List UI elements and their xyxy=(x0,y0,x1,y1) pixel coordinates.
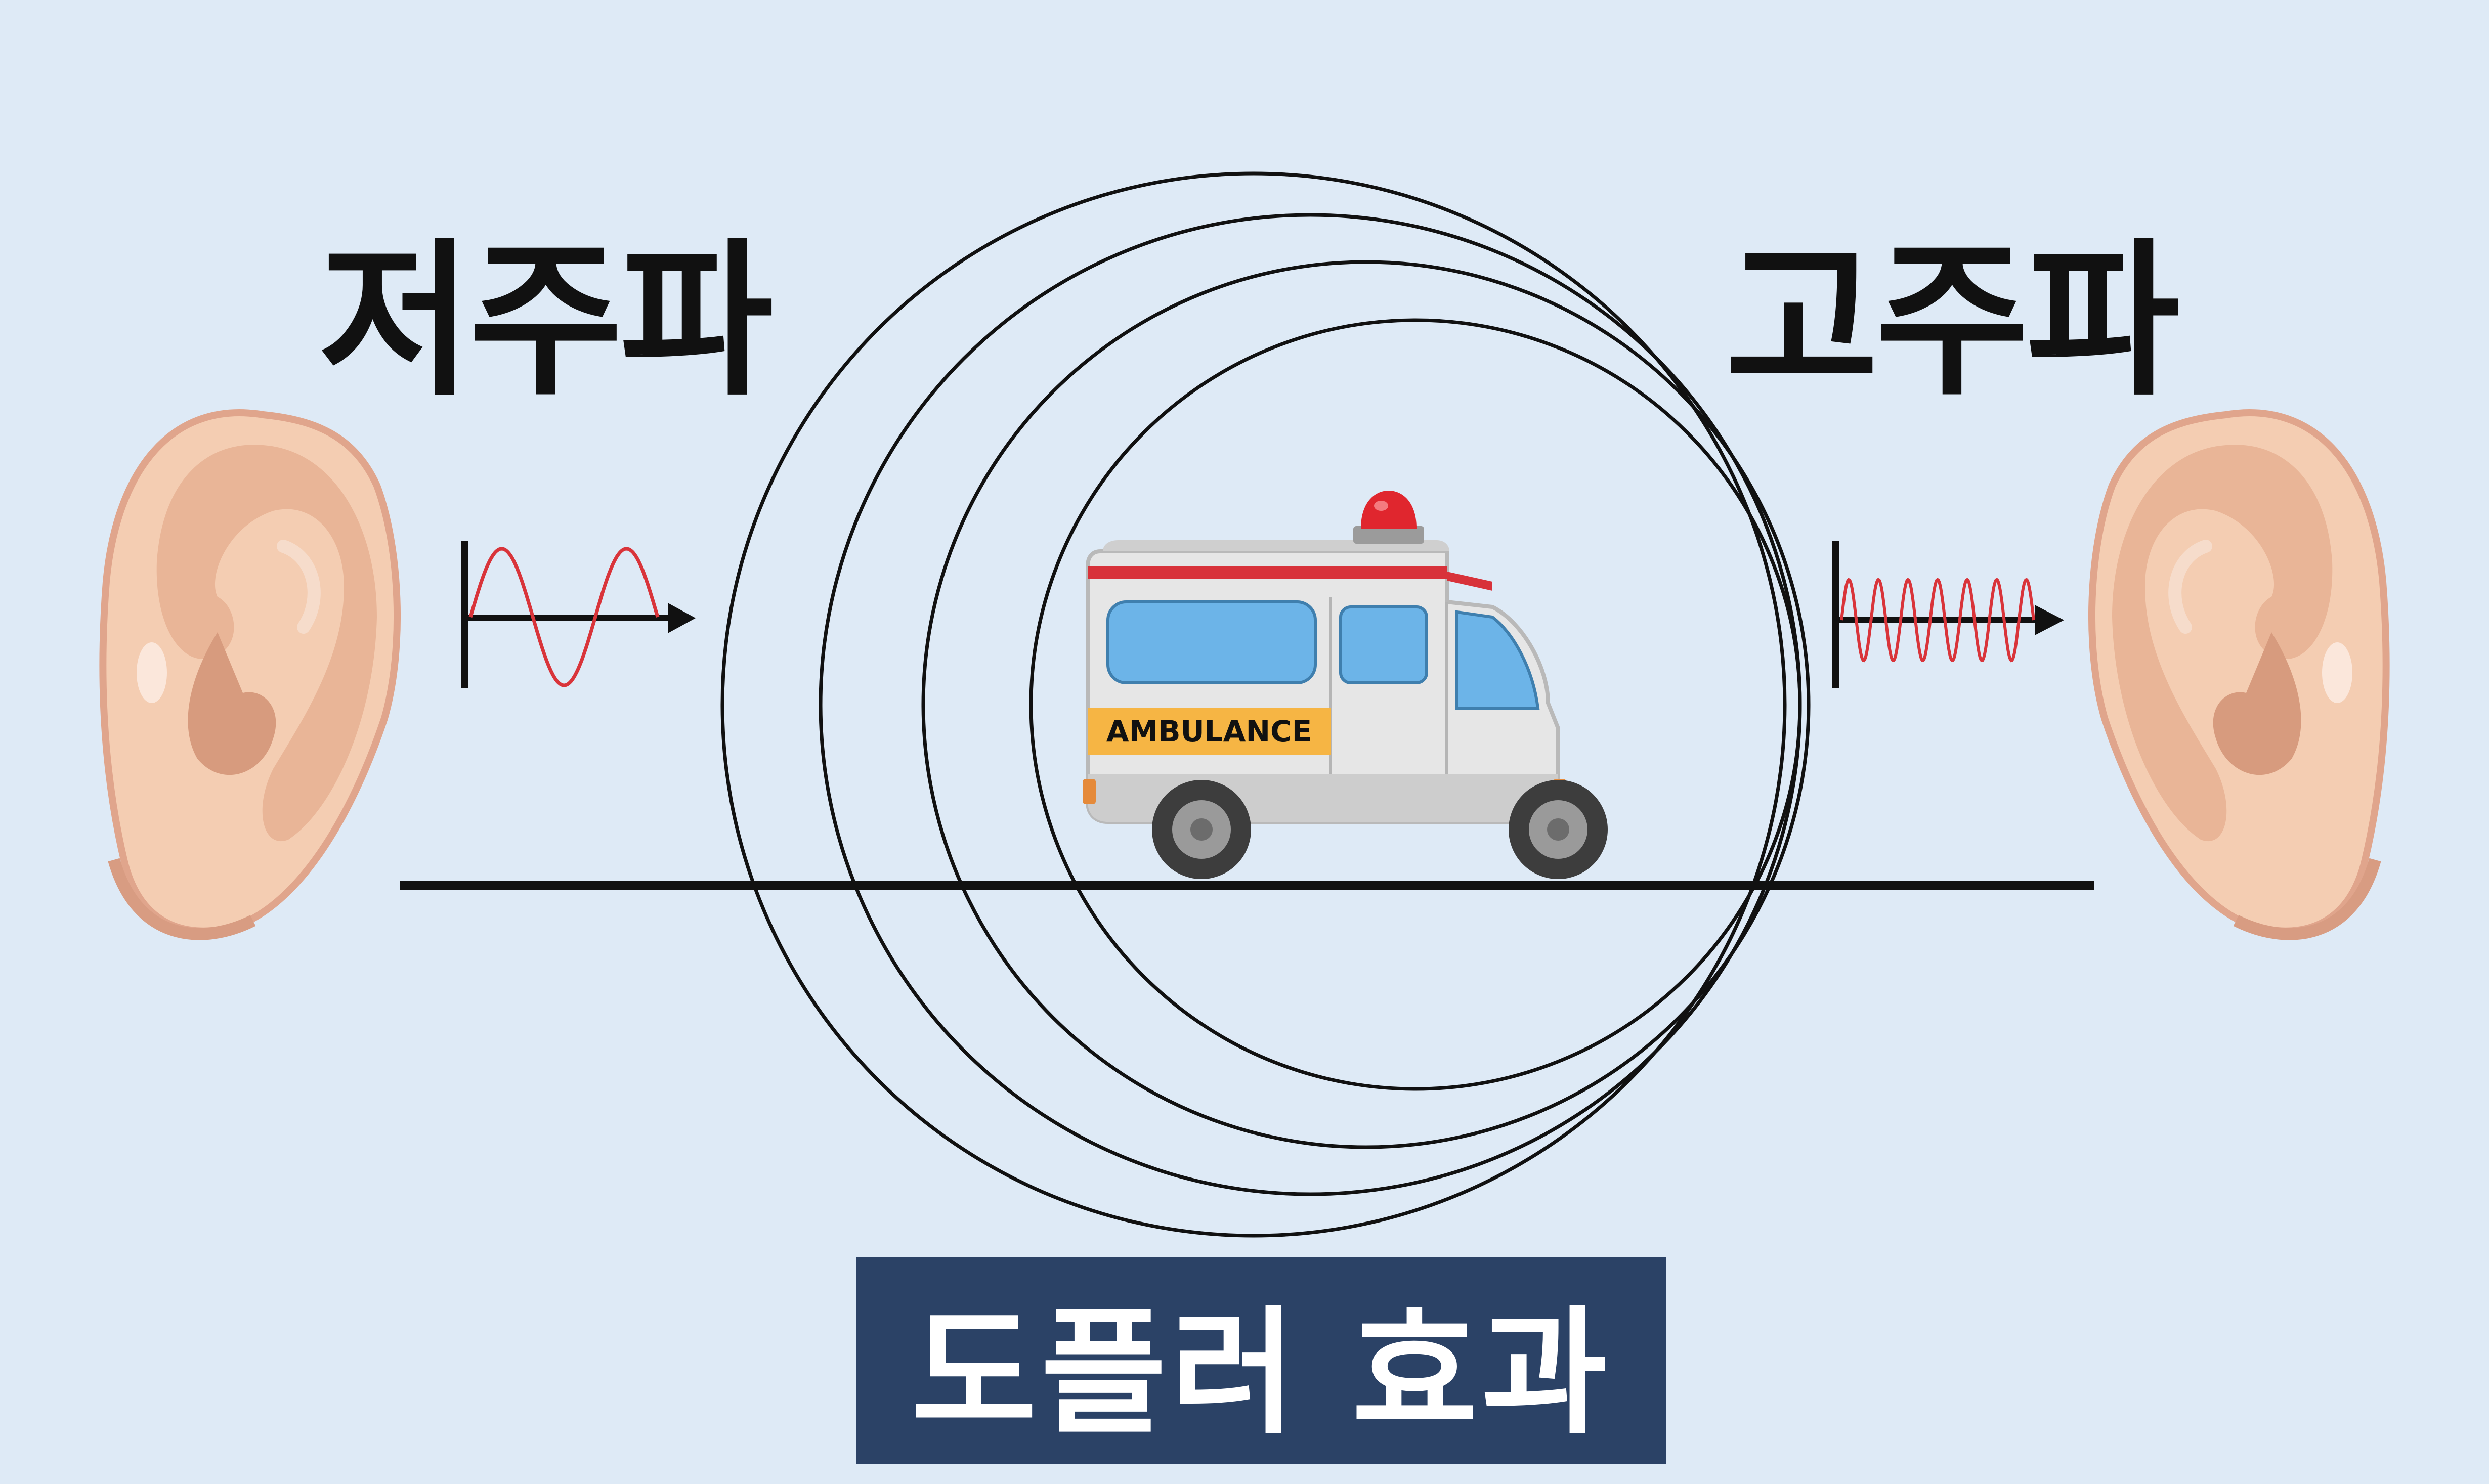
rear-wheel xyxy=(1152,780,1251,879)
ambulance-icon: AMBULANCE xyxy=(1083,491,1608,879)
high-frequency-wave-icon xyxy=(1835,541,2064,688)
front-wheel xyxy=(1509,780,1608,879)
ambulance-sign-text: AMBULANCE xyxy=(1106,714,1312,749)
title-banner: 도플러 효과 xyxy=(856,1257,1666,1464)
siren-light-icon xyxy=(1353,491,1424,544)
left-ear-icon xyxy=(103,413,397,934)
low-frequency-wave-icon xyxy=(464,541,696,688)
right-ear-icon xyxy=(2092,413,2386,934)
page-title: 도플러 효과 xyxy=(911,1262,1611,1460)
high-frequency-label: 고주파 xyxy=(1725,238,2177,405)
low-frequency-label: 저주파 xyxy=(319,238,770,405)
